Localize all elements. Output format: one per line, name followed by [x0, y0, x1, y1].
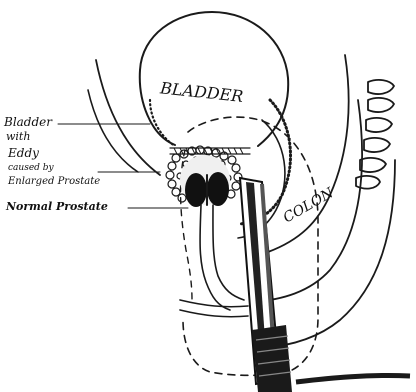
label-bladder: BLADDER [158, 78, 244, 106]
left-curve-1 [96, 60, 160, 175]
urethra-right [213, 205, 244, 300]
normal-prostate-lobe-right [207, 172, 229, 206]
label-bladder-with-1: Bladder [3, 115, 53, 129]
left-curve-2 [88, 90, 138, 172]
normal-prostate-lobe-left [185, 173, 207, 207]
label-bladder-with-2: with [6, 130, 30, 143]
eddy-dots-left [150, 100, 175, 146]
label-eddy-2: caused by [8, 163, 55, 173]
label-eddy-3: Enlarged Prostate [7, 176, 100, 187]
rectum-wall-outer [268, 55, 349, 252]
dark-streak [296, 375, 410, 382]
label-eddy-1: Eddy [7, 146, 39, 160]
label-colon: COLON [281, 185, 337, 227]
label-normal-prostate: Normal Prostate [5, 200, 108, 213]
bottom-lines [180, 300, 248, 317]
